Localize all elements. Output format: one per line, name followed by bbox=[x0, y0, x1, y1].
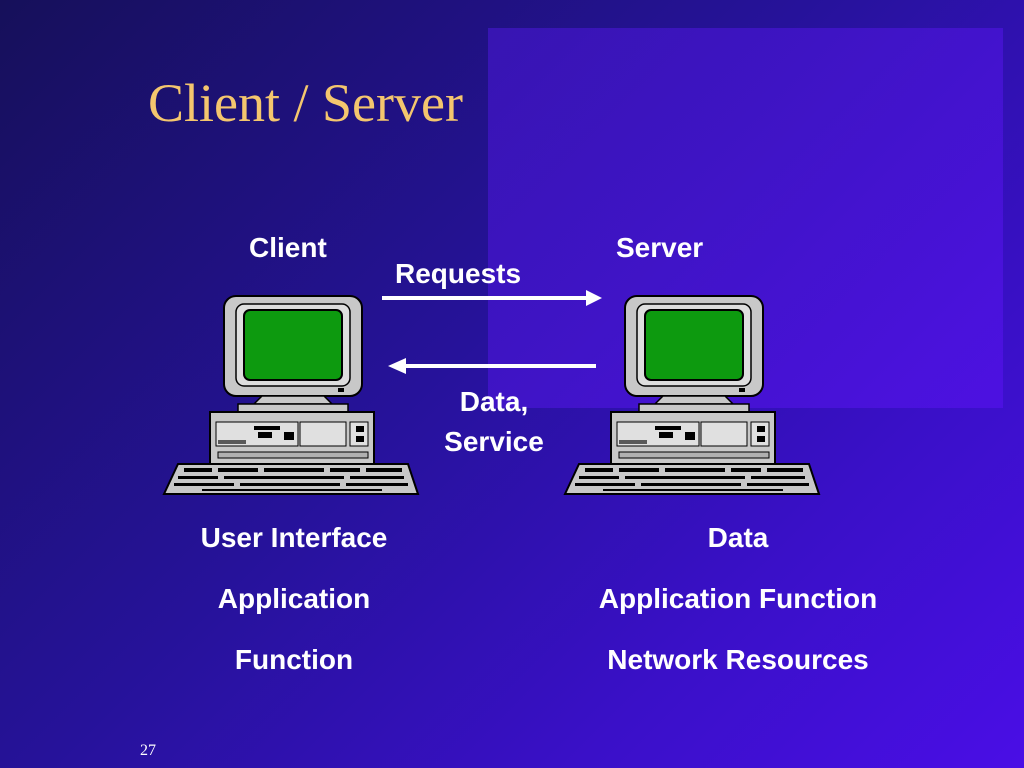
response-arrow bbox=[388, 358, 596, 374]
server-computer-icon bbox=[563, 295, 821, 495]
client-role-function: Function bbox=[234, 644, 354, 675]
response-label-line2: Service bbox=[444, 426, 544, 457]
client-computer-icon bbox=[162, 295, 420, 495]
response-label-line1: Data, bbox=[459, 386, 529, 417]
client-role-application: Application bbox=[217, 583, 371, 614]
slide-title: Client / Server bbox=[148, 73, 463, 133]
client-role-user-interface: User Interface bbox=[200, 522, 388, 553]
server-label: Server bbox=[616, 232, 704, 263]
client-label: Client bbox=[249, 232, 327, 263]
server-role-data: Data bbox=[707, 522, 769, 553]
requests-label: Requests bbox=[395, 258, 522, 289]
page-number: 27 bbox=[140, 742, 156, 759]
server-role-application-function: Application Function bbox=[598, 583, 878, 614]
requests-arrow bbox=[382, 290, 602, 306]
server-role-network-resources: Network Resources bbox=[607, 644, 869, 675]
request-response-arrows bbox=[382, 290, 602, 374]
